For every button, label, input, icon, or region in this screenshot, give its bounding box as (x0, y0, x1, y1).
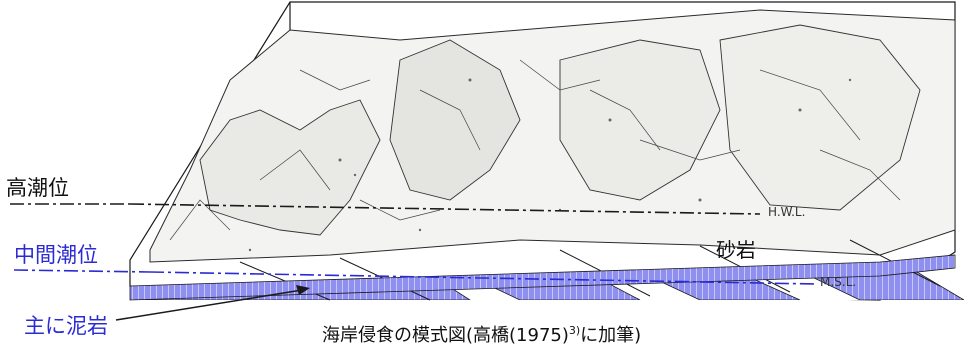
rocky-surface (149, 9, 956, 263)
mudstone-label: 主に泥岩 (24, 314, 108, 338)
msl-label: M.S.L. (820, 275, 857, 289)
front-mud-layer (129, 254, 956, 301)
mid-tide-line (13, 269, 816, 285)
high-tide-label: 高潮位 (6, 176, 69, 200)
caption-prefix: 海岸侵食の模式図(高橋(1975) (322, 325, 569, 346)
sandstone-label: 砂岩 (716, 238, 756, 262)
high-tide-line (10, 203, 761, 215)
mid-tide-label: 中間潮位 (14, 243, 98, 267)
caption-suffix: に加筆) (580, 325, 642, 346)
hwl-label: H.W.L. (768, 205, 806, 219)
mudstone-arrow (115, 285, 310, 321)
figure-caption: 海岸侵食の模式図(高橋(1975)3)に加筆) (322, 325, 641, 345)
caption-reference: 3) (568, 324, 581, 337)
